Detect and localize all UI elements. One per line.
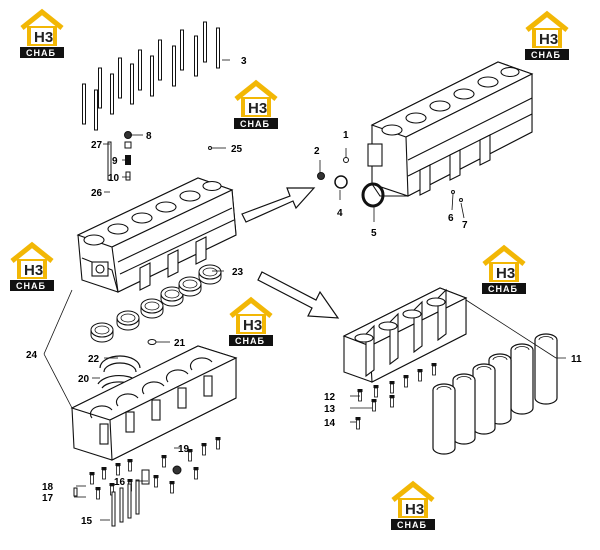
bedplate bbox=[70, 345, 238, 461]
watermark-word: СНАБ bbox=[240, 119, 270, 129]
valve-hardware bbox=[107, 131, 212, 181]
watermark-brand: H3 bbox=[539, 31, 558, 48]
callout-23: 23 bbox=[232, 267, 244, 278]
callout-4: 4 bbox=[337, 208, 343, 219]
callout-24: 24 bbox=[26, 350, 38, 361]
watermark-logo: H3 СНАБ bbox=[10, 245, 54, 291]
callout-17: 17 bbox=[42, 493, 54, 504]
bedplate-bolts bbox=[73, 436, 221, 527]
watermark-word: СНАБ bbox=[397, 520, 427, 530]
leader-lines bbox=[43, 59, 566, 521]
watermark-word: СНАБ bbox=[26, 48, 56, 58]
cylinder-liners bbox=[432, 333, 558, 455]
watermark-logo: H3 СНАБ bbox=[482, 248, 526, 294]
watermark-word: СНАБ bbox=[488, 284, 518, 294]
head-studs bbox=[82, 21, 220, 131]
callout-7: 7 bbox=[462, 220, 468, 231]
callout-18: 18 bbox=[42, 482, 54, 493]
callout-2: 2 bbox=[314, 146, 320, 157]
engine-block-right-view bbox=[367, 61, 534, 197]
callout-1: 1 bbox=[343, 130, 349, 141]
callout-8: 8 bbox=[146, 131, 152, 142]
callout-9: 9 bbox=[112, 156, 118, 167]
engine-block-upper bbox=[76, 177, 237, 293]
watermark-logo: H3 СНАБ bbox=[391, 484, 435, 530]
arrow-to-liner-view bbox=[257, 271, 340, 319]
callout-22: 22 bbox=[88, 354, 100, 365]
watermark-brand: H3 bbox=[248, 100, 267, 117]
callout-5: 5 bbox=[371, 228, 377, 239]
watermark-brand: H3 bbox=[496, 265, 515, 282]
watermark-brand: H3 bbox=[24, 262, 43, 279]
callout-10: 10 bbox=[108, 173, 120, 184]
watermark-logo: H3 СНАБ bbox=[229, 300, 273, 346]
callout-26: 26 bbox=[91, 188, 103, 199]
watermark-brand: H3 bbox=[243, 317, 262, 334]
seal-parts bbox=[317, 157, 463, 208]
callout-6: 6 bbox=[448, 213, 454, 224]
callout-16: 16 bbox=[114, 477, 126, 488]
callout-15: 15 bbox=[81, 516, 93, 527]
watermark-word: СНАБ bbox=[531, 50, 561, 60]
callout-19: 19 bbox=[178, 444, 190, 455]
watermark-word: СНАБ bbox=[16, 281, 46, 291]
liner-block-view bbox=[342, 287, 468, 383]
callout-13: 13 bbox=[324, 404, 336, 415]
callout-27: 27 bbox=[91, 140, 103, 151]
watermark-word: СНАБ bbox=[235, 336, 265, 346]
dowel-ring bbox=[147, 339, 157, 345]
callout-25: 25 bbox=[231, 144, 243, 155]
callout-3: 3 bbox=[241, 56, 247, 67]
watermark-logo: H3 СНАБ bbox=[234, 83, 278, 129]
watermark-logo: H3 СНАБ bbox=[525, 14, 569, 60]
arrow-to-block-view bbox=[241, 187, 316, 223]
callout-14: 14 bbox=[324, 418, 336, 429]
watermark-brand: H3 bbox=[405, 501, 424, 518]
callout-12: 12 bbox=[324, 392, 336, 403]
watermark-brand: H3 bbox=[34, 29, 53, 46]
callout-11: 11 bbox=[571, 354, 582, 365]
callout-20: 20 bbox=[78, 374, 90, 385]
callout-labels: 3 25 8 9 10 27 26 23 21 22 20 24 19 16 1… bbox=[26, 56, 582, 527]
watermark-logo: H3 СНАБ bbox=[20, 12, 64, 58]
callout-21: 21 bbox=[174, 338, 186, 349]
